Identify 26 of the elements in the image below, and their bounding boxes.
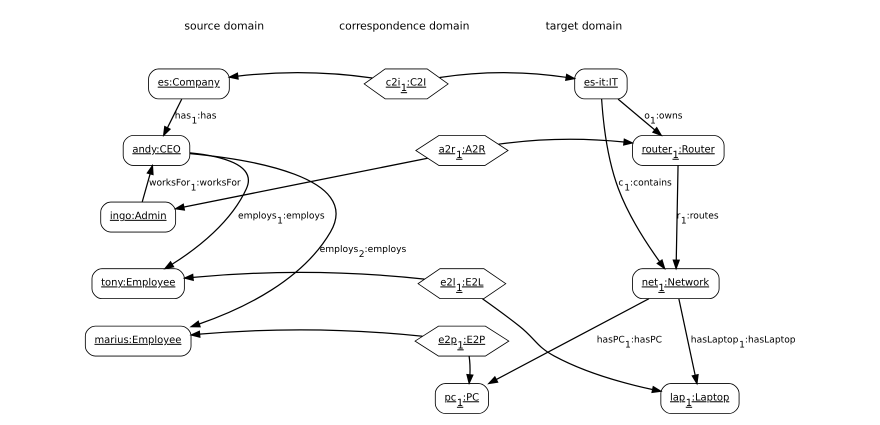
node-box: tony:Employee	[91, 268, 184, 300]
label: target domain	[545, 19, 622, 32]
label: correspondence domain	[338, 19, 470, 32]
arrow	[227, 72, 372, 80]
arrow	[466, 356, 474, 386]
arrow	[141, 164, 154, 202]
arrow	[188, 153, 336, 328]
arrow	[188, 329, 422, 338]
arrow	[498, 138, 634, 146]
node-box: ingo:Admin	[100, 202, 176, 232]
node-box: marius:Employee	[84, 326, 191, 356]
arrow	[672, 166, 680, 270]
node-box: andy:CEO	[122, 135, 190, 166]
arrow	[173, 158, 428, 211]
arrow	[182, 272, 424, 282]
label: source domain	[184, 19, 264, 32]
node-box: es:Company	[148, 68, 230, 100]
arrow	[482, 298, 662, 394]
arrow	[162, 98, 182, 137]
arrow	[439, 72, 576, 81]
arrow	[678, 298, 698, 386]
arrow	[162, 152, 248, 270]
arrow	[600, 98, 666, 270]
arrow	[617, 98, 662, 137]
node-box: es-it:IT	[574, 68, 628, 100]
arrow	[486, 298, 649, 384]
